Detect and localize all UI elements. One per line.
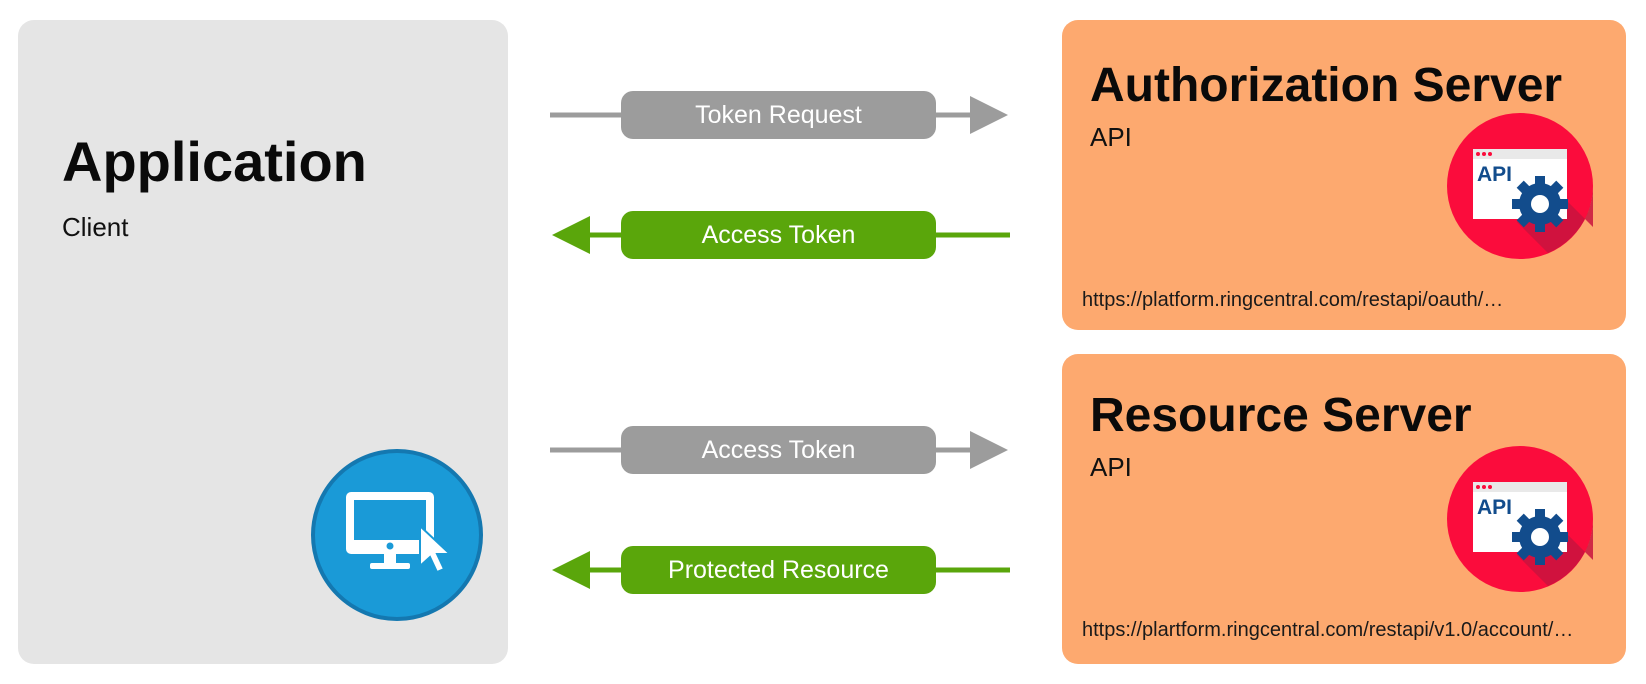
token-request-flow: Token Request <box>540 85 1020 145</box>
protected-resource-flow: Protected Resource <box>540 540 1020 600</box>
resource-server-url: https://plartform.ringcentral.com/restap… <box>1082 619 1574 641</box>
authorization-server-title: Authorization Server <box>1090 59 1563 112</box>
access-token-request-flow: Access Token <box>540 420 1020 480</box>
application-title: Application <box>62 130 367 193</box>
protected-resource-label: Protected Resource <box>621 546 936 594</box>
access-token-response-flow: Access Token <box>540 205 1020 265</box>
application-subtitle: Client <box>62 212 129 242</box>
api-gear-icon: API <box>1447 113 1593 259</box>
application-panel: Application Client <box>18 20 508 664</box>
svg-text:API: API <box>1477 496 1512 519</box>
authorization-server-subtitle: API <box>1090 122 1132 152</box>
api-gear-icon: API <box>1447 446 1593 592</box>
authorization-server-panel: Authorization Server API API https://pla… <box>1062 20 1626 330</box>
resource-server-title: Resource Server <box>1090 389 1472 442</box>
computer-cursor-icon <box>311 449 483 621</box>
authorization-server-url: https://platform.ringcentral.com/restapi… <box>1082 289 1504 311</box>
resource-server-subtitle: API <box>1090 452 1132 482</box>
svg-text:API: API <box>1477 163 1512 186</box>
access-token-response-label: Access Token <box>621 211 936 259</box>
token-request-label: Token Request <box>621 91 936 139</box>
resource-server-panel: Resource Server API API https://plartfor… <box>1062 354 1626 664</box>
access-token-request-label: Access Token <box>621 426 936 474</box>
